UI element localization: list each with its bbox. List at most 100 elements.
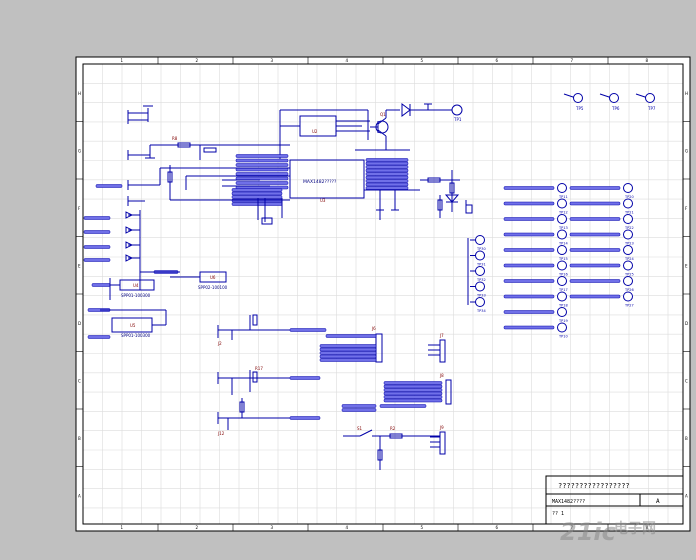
resistor-network-left[interactable]: [127, 142, 290, 225]
connector-j7[interactable]: [428, 339, 446, 363]
net-bus[interactable]: [503, 186, 555, 190]
diode[interactable]: [401, 103, 452, 117]
testpoint-circle[interactable]: [623, 260, 633, 271]
net-bus[interactable]: [365, 179, 409, 183]
connector-j8[interactable]: [445, 379, 452, 405]
net-bus[interactable]: [569, 186, 621, 190]
u3-right-network[interactable]: [364, 170, 473, 220]
net-bus[interactable]: [319, 358, 377, 362]
testpoint-circle[interactable]: [557, 214, 567, 224]
net-bus[interactable]: [235, 163, 289, 167]
net-bus[interactable]: [383, 384, 443, 389]
testpoint-circle[interactable]: [623, 183, 633, 193]
testpoint-circle[interactable]: [623, 291, 633, 302]
net-bus[interactable]: [383, 395, 443, 399]
testpoint-circle[interactable]: [557, 276, 567, 286]
u2-chip[interactable]: [279, 109, 370, 160]
net-bus[interactable]: [341, 404, 377, 408]
testpoint-circle[interactable]: [623, 229, 633, 240]
power-connector-j1[interactable]: [127, 105, 153, 124]
net-bus[interactable]: [569, 232, 621, 237]
net-bus[interactable]: [503, 279, 555, 283]
net-bus[interactable]: [569, 263, 621, 268]
testpoint-circle[interactable]: [645, 93, 655, 103]
testpoint-circle[interactable]: [557, 260, 567, 271]
testpoint-circle[interactable]: [557, 291, 567, 302]
net-bus[interactable]: [569, 294, 621, 299]
net-bus[interactable]: [503, 248, 555, 252]
testpoint-circle[interactable]: [475, 235, 485, 245]
net-bus[interactable]: [235, 154, 289, 158]
net-bus[interactable]: [365, 168, 409, 173]
net-bus[interactable]: [235, 158, 289, 163]
u3-chip[interactable]: [289, 159, 365, 199]
net-bus[interactable]: [319, 351, 377, 355]
net-bus[interactable]: [319, 347, 377, 352]
testpoint-circle[interactable]: [609, 93, 619, 103]
testpoint-circle[interactable]: [475, 297, 485, 307]
net-bus[interactable]: [83, 216, 111, 220]
net-bus[interactable]: [365, 172, 409, 176]
net-bus[interactable]: [289, 376, 321, 380]
testpoint-circle[interactable]: [475, 281, 485, 292]
net-bus[interactable]: [503, 325, 555, 330]
net-bus[interactable]: [289, 416, 321, 420]
net-bus[interactable]: [319, 354, 377, 359]
net-bus[interactable]: [503, 263, 555, 268]
net-bus[interactable]: [569, 201, 621, 206]
net-bus[interactable]: [235, 176, 289, 181]
net-bus[interactable]: [231, 191, 283, 196]
testpoint-circle[interactable]: [475, 266, 485, 276]
testpoint-circle[interactable]: [623, 214, 633, 224]
connector-j6[interactable]: [375, 333, 383, 363]
net-bus[interactable]: [319, 344, 377, 348]
net-bus[interactable]: [83, 245, 111, 249]
net-bus[interactable]: [569, 248, 621, 252]
testpoint-circle[interactable]: [557, 245, 567, 255]
net-bus[interactable]: [235, 181, 289, 185]
connector-j3[interactable]: [217, 370, 290, 395]
connector-j9[interactable]: [430, 431, 446, 455]
net-bus[interactable]: [503, 310, 555, 314]
testpoint-circle[interactable]: [623, 245, 633, 255]
testpoint-circle[interactable]: [623, 198, 633, 209]
u5-module[interactable]: [100, 309, 167, 333]
testpoint-circle[interactable]: [573, 93, 583, 103]
u4-module[interactable]: [109, 278, 155, 300]
net-bus[interactable]: [503, 232, 555, 237]
net-bus[interactable]: [503, 294, 555, 299]
net-bus[interactable]: [383, 388, 443, 392]
connector-j2[interactable]: [217, 314, 290, 340]
net-bus[interactable]: [231, 195, 283, 199]
q1-transistor[interactable]: [355, 109, 410, 151]
testpoint-circle[interactable]: [557, 322, 567, 333]
net-bus[interactable]: [569, 217, 621, 221]
net-bus[interactable]: [365, 182, 409, 187]
net-bus[interactable]: [95, 184, 123, 188]
testpoint-circle[interactable]: [557, 198, 567, 209]
net-bus[interactable]: [503, 217, 555, 221]
net-bus[interactable]: [87, 335, 111, 339]
net-bus[interactable]: [231, 188, 283, 192]
testpoint-circle[interactable]: [623, 276, 633, 286]
net-bus[interactable]: [83, 258, 111, 262]
net-bus[interactable]: [365, 165, 409, 169]
net-bus[interactable]: [83, 230, 111, 234]
net-bus[interactable]: [365, 186, 409, 190]
net-bus[interactable]: [569, 279, 621, 283]
testpoint-circle[interactable]: [557, 307, 567, 317]
net-bus[interactable]: [235, 172, 289, 176]
net-bus[interactable]: [383, 391, 443, 396]
net-bus[interactable]: [383, 381, 443, 385]
left-diode-array[interactable]: [125, 210, 180, 290]
u6-module[interactable]: [170, 271, 227, 283]
net-bus[interactable]: [365, 158, 409, 162]
net-bus[interactable]: [341, 408, 377, 412]
net-bus[interactable]: [231, 202, 283, 206]
net-bus[interactable]: [383, 398, 443, 403]
testpoint-tp1[interactable]: [451, 104, 463, 116]
connector-j12[interactable]: [217, 398, 290, 430]
net-bus[interactable]: [379, 404, 427, 408]
net-bus[interactable]: [503, 201, 555, 206]
testpoint-circle[interactable]: [557, 229, 567, 240]
